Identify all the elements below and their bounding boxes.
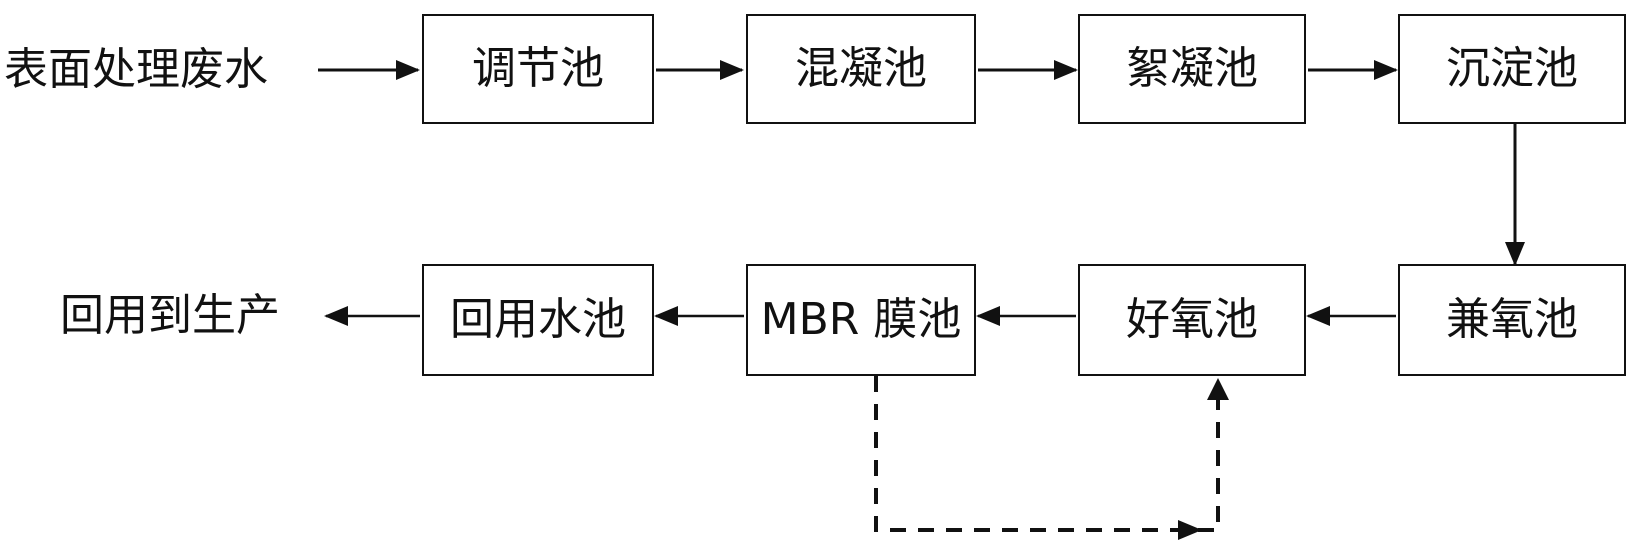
box-facultative-tank: 兼氧池 xyxy=(1398,264,1626,376)
box-label: MBR 膜池 xyxy=(760,294,962,345)
box-reuse-water-tank: 回用水池 xyxy=(422,264,654,376)
input-label: 表面处理废水 xyxy=(4,44,268,95)
box-label: 调节池 xyxy=(472,43,604,94)
box-mbr-membrane-tank: MBR 膜池 xyxy=(746,264,976,376)
box-label: 沉淀池 xyxy=(1446,43,1578,94)
box-equalization-tank: 调节池 xyxy=(422,14,654,124)
dashed-return-arrowhead-up xyxy=(1207,378,1229,400)
box-sedimentation-tank: 沉淀池 xyxy=(1398,14,1626,124)
box-label: 兼氧池 xyxy=(1446,294,1578,345)
box-label: 混凝池 xyxy=(795,43,927,94)
box-label: 好氧池 xyxy=(1126,294,1258,345)
box-flocculation-tank: 絮凝池 xyxy=(1078,14,1306,124)
dashed-return-arrowhead-right xyxy=(1178,520,1202,540)
dashed-return-loop xyxy=(874,376,1220,532)
box-aerobic-tank: 好氧池 xyxy=(1078,264,1306,376)
box-label: 絮凝池 xyxy=(1126,43,1258,94)
output-label: 回用到生产 xyxy=(60,290,280,341)
box-label: 回用水池 xyxy=(450,294,626,345)
box-coagulation-tank: 混凝池 xyxy=(746,14,976,124)
